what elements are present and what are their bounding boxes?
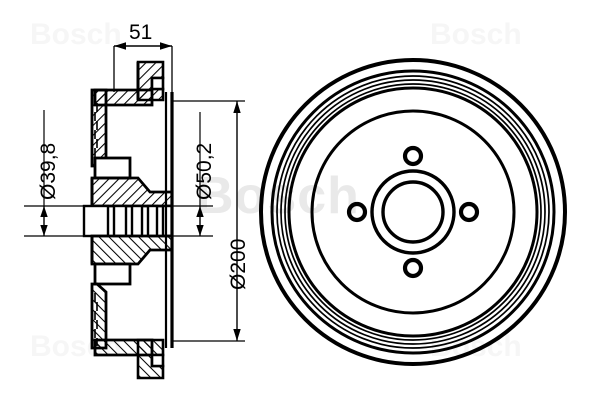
drum-section-view — [82, 60, 174, 380]
drum-ring-132 — [280, 79, 546, 345]
section-bearing-pocket-top — [93, 156, 132, 180]
section-bore-steps-upper — [82, 204, 174, 238]
dimension-label-200: Ø200 — [227, 238, 250, 290]
section-top-wall — [90, 88, 154, 168]
section-bearing-pocket-bottom — [93, 262, 132, 286]
section-bottom-flange — [136, 338, 165, 380]
drum-ring-141 — [270, 69, 556, 355]
bolt-hole-left — [346, 201, 368, 223]
dimension-width-51 — [113, 42, 173, 92]
drum-front-view — [259, 58, 567, 366]
dimension-label-50-2: Ø50,2 — [193, 142, 216, 200]
dimension-label-51: 51 — [129, 21, 153, 44]
drum-face-circle — [310, 109, 516, 315]
drum-ring-124 — [287, 86, 539, 338]
dimension-bore-39-8 — [24, 110, 110, 237]
bolt-hole-bottom — [402, 257, 424, 279]
dimension-bore-50-2 — [166, 112, 213, 237]
section-hub-lower — [90, 234, 174, 266]
drum-ring-136 — [276, 75, 550, 349]
drum-hub-inner-circle — [381, 180, 445, 244]
drum-ring-128 — [284, 83, 542, 341]
bolt-hole-right — [458, 201, 480, 223]
section-hub-upper — [90, 176, 174, 208]
drum-hub-outer-circle — [370, 169, 456, 255]
dimension-drum-200 — [172, 100, 245, 342]
drum-outer-edge — [259, 58, 567, 366]
dimension-label-39-8: Ø39,8 — [37, 142, 60, 200]
bolt-hole-top — [402, 145, 424, 167]
